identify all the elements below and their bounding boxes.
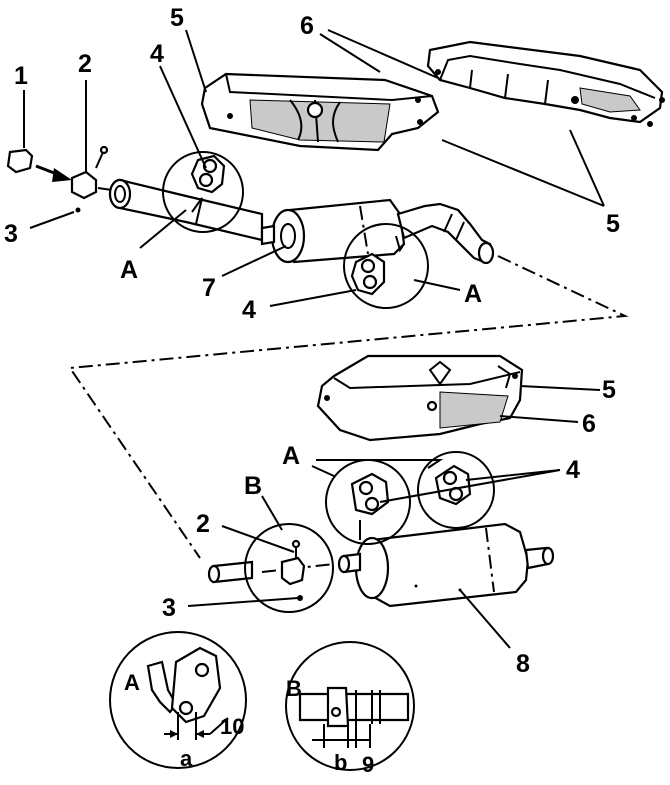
- front-heat-shield: [200, 72, 440, 152]
- label-A-lower: A: [282, 442, 300, 470]
- label-3-lower: 3: [162, 594, 176, 622]
- rear-heat-shield: [316, 354, 524, 442]
- arrow-head: [52, 168, 72, 182]
- label-4-lower: 4: [566, 456, 580, 484]
- callout-labels: 1 2 3 4 5 6 5 A 7 4 A 5 6 A 4 B 2 3 8 A …: [4, 4, 620, 777]
- label-5-upper-right: 5: [606, 210, 620, 238]
- front-pipe: [97, 178, 264, 242]
- label-7: 7: [202, 274, 216, 302]
- detail-b-dimension: [285, 641, 415, 771]
- label-2-lower: 2: [196, 510, 210, 538]
- rubber-plug-part: [6, 148, 34, 174]
- label-3-upper: 3: [4, 220, 18, 248]
- detail-circle-a-lower-left: [325, 459, 411, 545]
- label-A-upper-left: A: [120, 256, 138, 284]
- label-10: 10: [220, 714, 244, 739]
- label-4-mid: 4: [242, 296, 256, 324]
- connection-line: [68, 255, 629, 559]
- label-B-detail: B: [286, 676, 302, 701]
- label-6-upper: 6: [300, 12, 314, 40]
- rear-muffler: [260, 198, 495, 265]
- detail-circle-a-mid: [343, 223, 429, 309]
- leader-lines: [23, 29, 605, 649]
- label-B: B: [244, 472, 262, 500]
- detail-circle-b: [244, 523, 334, 613]
- detail-circle-a-lower-right: [417, 451, 495, 529]
- label-9: 9: [362, 752, 374, 777]
- center-heat-shield: [426, 40, 665, 127]
- main-muffler: [337, 522, 555, 608]
- clamp-assembly-upper: [6, 145, 109, 213]
- label-b-dim: b: [334, 750, 347, 775]
- detail-circle-a-upper: [162, 151, 244, 233]
- label-2-upper: 2: [78, 50, 92, 78]
- label-5-lower: 5: [602, 376, 616, 404]
- label-a-dim: a: [180, 746, 193, 771]
- label-A-mid: A: [464, 280, 482, 308]
- label-A-detail: A: [124, 670, 140, 695]
- detail-a-dimension: [109, 631, 247, 769]
- connecting-pipe: [207, 560, 335, 584]
- label-8: 8: [516, 650, 530, 678]
- label-1: 1: [14, 62, 28, 90]
- label-5-upper: 5: [170, 4, 184, 32]
- clamp-part: [70, 170, 98, 200]
- label-6-lower: 6: [582, 410, 596, 438]
- label-4-upper: 4: [150, 40, 164, 68]
